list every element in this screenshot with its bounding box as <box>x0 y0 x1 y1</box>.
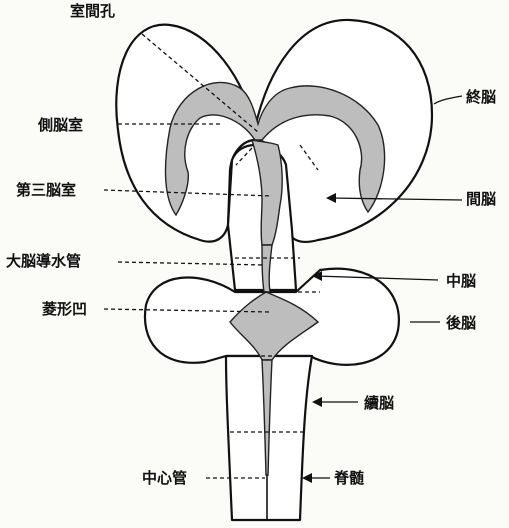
label-lateral-ventricle: 側脳室 <box>38 116 83 134</box>
label-foramen: 室間孔 <box>70 2 115 20</box>
label-telencephalon: 終脳 <box>466 88 496 106</box>
label-myelencephalon: 續脳 <box>364 394 394 412</box>
label-mesencephalon: 中脳 <box>446 272 476 290</box>
label-metencephalon: 後脳 <box>446 314 476 332</box>
label-diencephalon: 間脳 <box>466 190 496 208</box>
label-spinal-cord: 脊髄 <box>334 469 364 487</box>
label-rhomboid-fossa: 菱形凹 <box>42 300 87 318</box>
label-third-ventricle: 第三脳室 <box>16 181 76 199</box>
label-aqueduct: 大脳導水管 <box>6 252 81 270</box>
leader-telencephalon <box>434 96 462 104</box>
label-central-canal: 中心管 <box>142 469 187 487</box>
arrow-myelencephalon <box>312 397 322 407</box>
arrow-spinal-cord <box>302 473 312 483</box>
